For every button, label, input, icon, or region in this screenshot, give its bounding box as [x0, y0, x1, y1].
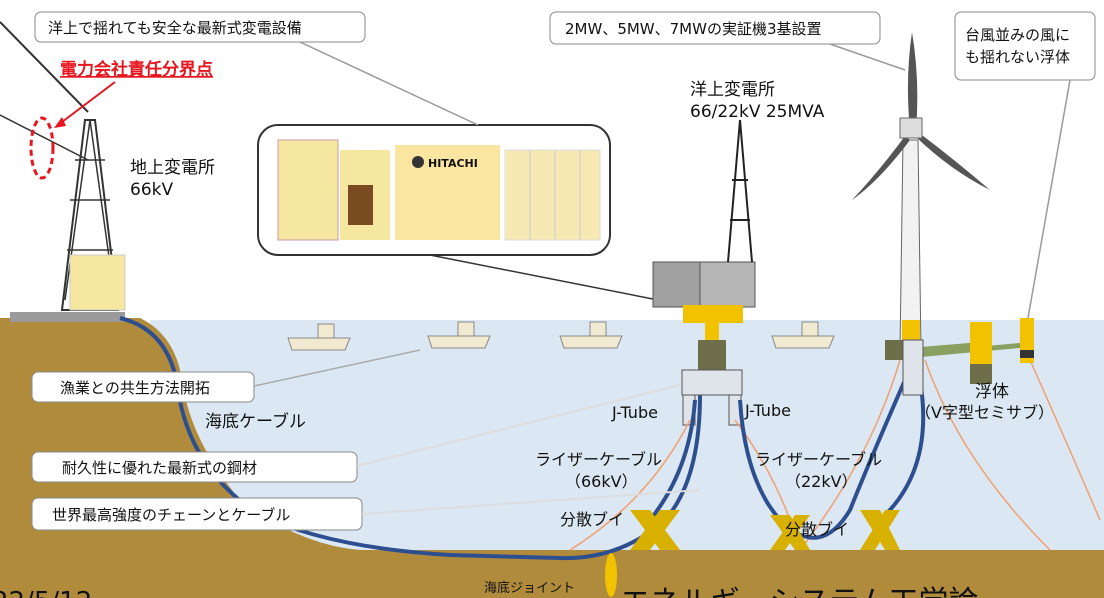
callout-fishery-pointer	[253, 349, 421, 387]
seabed-joint-label: 海底ジョイント	[484, 580, 575, 596]
callout-durable-steel	[31, 451, 358, 483]
callout-float-text-line2: も揺れない浮体	[965, 48, 1070, 66]
jtube-left-label: J-Tube	[611, 403, 658, 422]
land-pylon	[0, 21, 126, 311]
offshore-substation-label-line1: 洋上変電所	[690, 80, 775, 100]
float-label-line1: 浮体	[975, 382, 1009, 402]
equipment-pointer	[429, 254, 659, 301]
wind-turbine	[852, 32, 990, 360]
callout-substation-equipment	[34, 11, 366, 43]
callout-steel-text: 耐久性に優れた最新式の鋼材	[62, 459, 257, 477]
responsibility-arrow	[57, 81, 116, 126]
responsibility-arrowhead	[54, 117, 66, 128]
responsibility-point-marker	[29, 116, 55, 180]
float-label-line2: （V字型セミサブ）	[915, 403, 1054, 422]
riser-66-label-line1: ライザーケーブル	[535, 450, 662, 469]
floating-platform	[885, 318, 1034, 396]
offshore-substation	[652, 119, 756, 426]
callout-substation-text: 洋上で揺れても安全な最新式変電設備	[48, 19, 302, 37]
riser-66-label-line2: （66kV）	[565, 472, 638, 491]
callout-fishery-text: 漁業との共生方法開拓	[60, 379, 210, 397]
callout-float-pointer	[1027, 79, 1071, 319]
callout-turbines-text: 2MW、5MW、7MWの実証機3基設置	[565, 20, 822, 38]
seabed-cable-label: 海底ケーブル	[205, 411, 306, 432]
callout-chain-text: 世界最高強度のチェーンとケーブル	[52, 506, 290, 524]
buoys	[630, 510, 900, 550]
footer-title: エネルギーシステム工学論	[620, 585, 979, 598]
callout-demo-turbines	[549, 11, 881, 45]
land-platform	[10, 312, 125, 322]
seabed-joint-marker	[605, 553, 617, 597]
callout-steel-pointer	[356, 384, 681, 467]
jtube-right-label: J-Tube	[744, 401, 791, 420]
buoy-left-label: 分散ブイ	[560, 510, 624, 529]
fishing-boats	[287, 321, 835, 351]
callout-turbines-pointer	[829, 43, 906, 71]
equipment-brand-label: HITACHI	[428, 157, 478, 170]
callout-typhoon-float	[954, 11, 1096, 81]
callout-fishery	[31, 371, 255, 403]
callout-substation-pointer	[299, 41, 479, 126]
footer-date: 22/5/12	[0, 587, 92, 598]
callout-float-text-line1: 台風並みの風に	[965, 26, 1070, 44]
land-substation-label-line1: 地上変電所	[130, 158, 215, 178]
land-substation-label-line2: 66kV	[130, 180, 173, 200]
buoy-right-label: 分散ブイ	[785, 520, 849, 539]
callout-chain-pointer	[361, 489, 701, 515]
riser-22-label-line2: （22kV）	[785, 472, 858, 491]
riser-22-label-line1: ライザーケーブル	[755, 450, 882, 469]
offshore-substation-label-line2: 66/22kV 25MVA	[690, 102, 825, 122]
responsibility-point-label: 電力会社責任分界点	[60, 59, 213, 80]
riser-cables	[648, 379, 926, 540]
equipment-illustration	[277, 139, 601, 241]
